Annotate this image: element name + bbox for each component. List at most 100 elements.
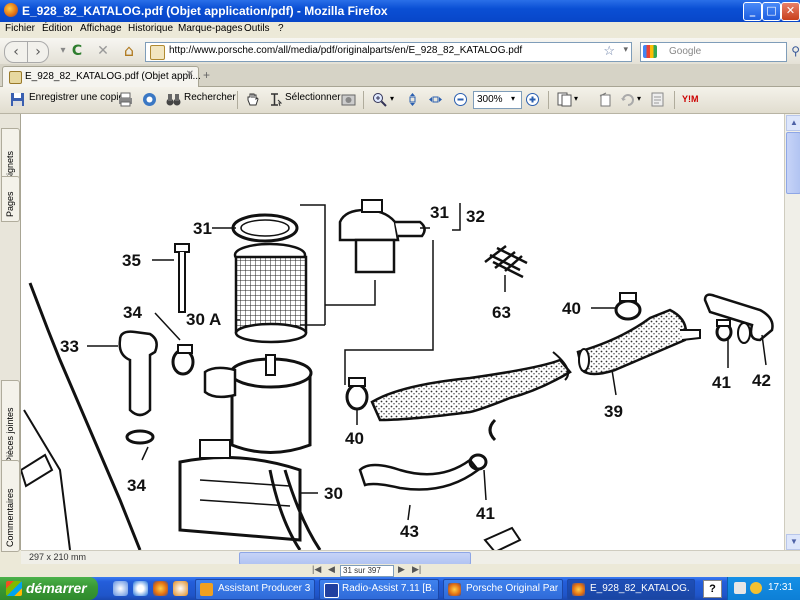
bookmark-star-icon[interactable]: ☆: [603, 43, 615, 58]
close-button[interactable]: ✕: [781, 2, 800, 21]
task-label: E_928_82_KATALOG....: [590, 583, 690, 594]
page-navigation: |◀ ◀ 31 sur 397 ▶ ▶|: [0, 564, 800, 577]
print-icon[interactable]: [118, 92, 133, 107]
menu-affichage[interactable]: Affichage: [80, 23, 122, 34]
search-button[interactable]: Rechercher: [184, 92, 236, 103]
scroll-up-icon[interactable]: ▲: [786, 115, 800, 131]
history-dropdown-icon[interactable]: ▾: [60, 45, 66, 56]
quicklaunch-app-icon[interactable]: [173, 581, 188, 596]
new-tab-button[interactable]: +: [203, 68, 211, 82]
side-tab-pages[interactable]: Pages: [1, 176, 20, 222]
window-title: E_928_82_KATALOG.pdf (Objet application/…: [22, 4, 388, 18]
menu-fichier[interactable]: Fichier: [5, 23, 36, 34]
first-page-icon[interactable]: |◀: [312, 564, 322, 574]
side-tab-commentaires[interactable]: Commentaires: [1, 460, 20, 552]
parts-diagram: 31 31 32 35 63 34 30 A 33 40 40 41 42 39…: [21, 199, 774, 550]
prev-page-icon[interactable]: ◀: [328, 564, 335, 574]
dipstick-shape: [28, 282, 142, 550]
forward-button[interactable]: ›: [27, 41, 49, 63]
firefox-icon: [572, 583, 585, 596]
tab-pdf[interactable]: E_928_82_KATALOG.pdf (Objet appli... ✕: [2, 66, 201, 87]
rotate-icon[interactable]: [598, 92, 613, 107]
page-number-input[interactable]: 31 sur 397: [340, 565, 394, 577]
part-label: 30: [324, 484, 343, 503]
tray-shield-icon[interactable]: [750, 582, 762, 594]
maximize-button[interactable]: □: [762, 2, 781, 21]
tray-network-icon[interactable]: [734, 582, 746, 594]
porsche-favicon-icon: [9, 71, 22, 84]
email-icon[interactable]: [142, 92, 157, 107]
part-label: 42: [752, 371, 771, 390]
filter-housing-shape: [230, 375, 312, 454]
zoom-level-input[interactable]: 300%: [473, 91, 522, 109]
vertical-scrollbar[interactable]: ▲ ▼: [784, 114, 800, 550]
firefox-icon: [448, 583, 461, 596]
menu-outils[interactable]: Outils: [244, 23, 270, 34]
fit-page-icon[interactable]: [405, 92, 420, 107]
pdf-toolbar: Enregistrer une copie Rechercher Sélecti…: [0, 87, 800, 114]
document-icon[interactable]: [650, 92, 665, 107]
part-label: 35: [122, 251, 141, 270]
search-icon[interactable]: ⚲: [791, 44, 800, 58]
snapshot-icon[interactable]: [341, 92, 356, 107]
zoom-level-dropdown-icon[interactable]: ▾: [511, 94, 516, 103]
side-tab-label: Pages: [5, 191, 15, 217]
side-tab-pieces-jointes[interactable]: Pièces jointes: [1, 380, 20, 468]
home-button[interactable]: ⌂: [123, 41, 135, 60]
system-tray: 17:31: [727, 577, 800, 600]
back-button[interactable]: ‹: [4, 41, 28, 63]
app-icon: [200, 583, 213, 596]
vertical-scroll-thumb[interactable]: [786, 132, 800, 194]
page-layout-dropdown-icon[interactable]: ▾: [574, 94, 579, 103]
task-radio-assist[interactable]: Radio-Assist 7.11 [B...: [319, 579, 439, 600]
side-tab-label: Commentaires: [5, 488, 15, 547]
zoom-out-icon[interactable]: [453, 92, 468, 107]
next-page-icon[interactable]: ▶: [398, 564, 405, 574]
task-porsche-original-parts[interactable]: Porsche Original Part...: [443, 579, 563, 600]
scroll-down-icon[interactable]: ▼: [786, 534, 800, 550]
yahoo-messenger-button[interactable]: Y!M: [682, 94, 699, 104]
horizontal-scrollbar[interactable]: [201, 552, 796, 565]
last-page-icon[interactable]: ▶|: [412, 564, 422, 574]
page-layout-icon[interactable]: [557, 92, 572, 107]
hand-tool-icon[interactable]: [245, 92, 260, 107]
part-label: 31: [430, 203, 449, 222]
menu-marque-pages[interactable]: Marque-pages: [178, 23, 243, 34]
part-label: 32: [466, 207, 485, 226]
zoom-in-icon[interactable]: [525, 92, 540, 107]
task-e928-katalog[interactable]: E_928_82_KATALOG....: [567, 579, 695, 600]
menu-historique[interactable]: Historique: [128, 23, 174, 34]
menu-help[interactable]: ?: [278, 23, 284, 34]
zoom-dropdown-icon[interactable]: ▾: [390, 94, 395, 103]
undo-dropdown-icon[interactable]: ▾: [637, 94, 642, 103]
select-button[interactable]: Sélectionner: [285, 92, 341, 103]
zoom-tool-icon[interactable]: [372, 92, 387, 107]
save-copy-button[interactable]: Enregistrer une copie: [29, 92, 125, 103]
quicklaunch-desktop-icon[interactable]: [113, 581, 128, 596]
fit-width-icon[interactable]: [428, 92, 443, 107]
url-bar[interactable]: http://www.porsche.com/all/media/pdf/ori…: [145, 42, 632, 62]
part-label: 30 A: [186, 310, 221, 329]
part-label: 40: [345, 429, 364, 448]
task-assistant-producer[interactable]: Assistant Producer 3....: [195, 579, 315, 600]
quicklaunch-firefox-icon[interactable]: [153, 581, 168, 596]
task-label: Porsche Original Part...: [466, 583, 558, 594]
tab-close-icon[interactable]: ✕: [185, 69, 194, 80]
minimize-button[interactable]: _: [743, 2, 762, 21]
start-button[interactable]: démarrer: [0, 577, 98, 600]
menu-edition[interactable]: Édition: [42, 23, 73, 34]
search-input[interactable]: Google: [669, 46, 702, 57]
firefox-icon: [4, 3, 18, 17]
tab-bar: E_928_82_KATALOG.pdf (Objet appli... ✕ +: [0, 64, 800, 87]
undo-icon[interactable]: [620, 92, 635, 107]
help-button[interactable]: ?: [703, 580, 722, 598]
google-icon: [643, 45, 657, 58]
search-box[interactable]: Google ⚲: [640, 42, 800, 62]
stop-button[interactable]: ✕: [97, 43, 109, 59]
pdf-document[interactable]: 31 31 32 35 63 34 30 A 33 40 40 41 42 39…: [21, 114, 784, 550]
side-panel: Signets Pages Pièces jointes Commentaire…: [0, 114, 21, 552]
quicklaunch-ie-icon[interactable]: [133, 581, 148, 596]
tab-label: E_928_82_KATALOG.pdf (Objet appli...: [25, 71, 201, 82]
url-dropdown-icon[interactable]: ▾: [623, 44, 628, 54]
reload-button[interactable]: C: [71, 43, 83, 59]
